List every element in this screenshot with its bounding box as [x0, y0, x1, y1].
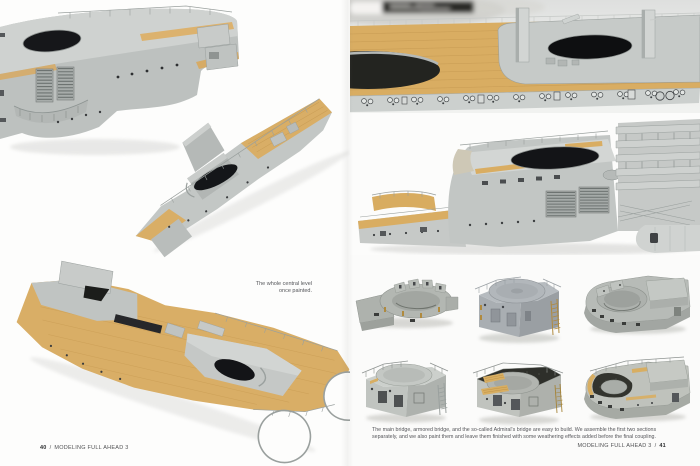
photo-armored-bridge-unpainted: [355, 278, 459, 331]
central-tower: [448, 130, 622, 247]
left-photo-caption: The whole central level once painted.: [255, 281, 312, 294]
left-page: The whole central level once painted. 40…: [0, 5, 350, 464]
photo-admirals-bridge-unpainted: [584, 275, 691, 334]
photo-main-bridge-unpainted: [474, 276, 562, 343]
model-section-upper: [0, 5, 239, 155]
left-page-number: 40: [40, 445, 47, 451]
photo-deck-closeup: [350, 0, 700, 113]
left-footer: 40 / MODELING FULL AHEAD 3: [40, 445, 129, 451]
right-footer-separator: /: [654, 443, 657, 449]
photo-main-bridge-painted: [361, 360, 449, 423]
photo-central-section-side: [350, 113, 700, 255]
hull-fittings: [361, 89, 686, 107]
model-section-lower: [16, 260, 350, 464]
photo-left-collage-central-level: [0, 5, 350, 464]
right-footer-title: MODELING FULL AHEAD 3: [577, 443, 652, 449]
right-photo-caption: The main bridge, armored bridge, and the…: [372, 427, 657, 440]
right-page: The main bridge, armored bridge, and the…: [350, 0, 700, 466]
aft-structure: [615, 119, 700, 253]
photo-bridge-deck-weathered: [472, 362, 564, 425]
model-section-middle: [135, 98, 350, 258]
bow-deck: [358, 190, 466, 247]
right-page-number: 41: [659, 443, 666, 449]
photo-admirals-bridge-painted: [584, 356, 691, 422]
right-footer: MODELING FULL AHEAD 3 / 41: [577, 443, 666, 449]
left-footer-separator: /: [49, 445, 52, 451]
left-footer-title: MODELING FULL AHEAD 3: [54, 445, 129, 451]
